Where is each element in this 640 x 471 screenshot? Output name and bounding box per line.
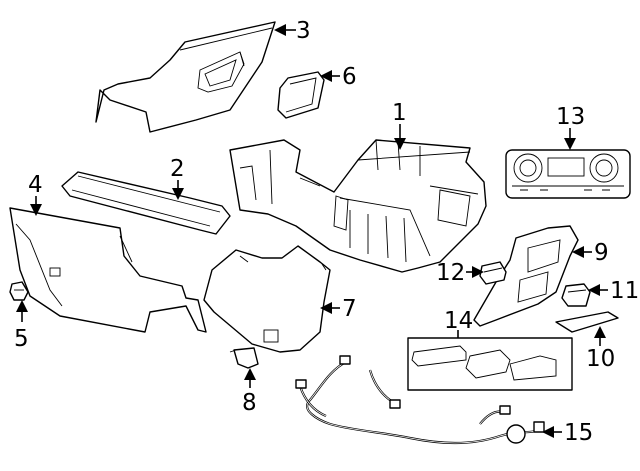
leader-lines: [16, 24, 608, 438]
part-2-console-top-panel: [61, 171, 231, 235]
part-1-console-frame: [229, 139, 487, 273]
callout-1: 1: [392, 100, 407, 126]
callout-4: 4: [28, 172, 43, 198]
part-12-switch: [479, 261, 507, 285]
callout-10: 10: [586, 346, 615, 372]
part-14-kit-box: [407, 337, 573, 391]
callout-labels: 1 2 3 4 5 6 7 8 9 10 11 12 13 14 15: [14, 18, 639, 446]
part-4-lower-side-panel: [9, 207, 207, 333]
part-13-control-panel: [505, 149, 631, 199]
callout-8: 8: [242, 390, 257, 416]
callout-13: 13: [556, 104, 585, 130]
part-15-wiring-harness: [295, 355, 545, 445]
callout-7: 7: [342, 296, 357, 322]
part-6-small-cover: [277, 71, 325, 119]
part-5-clip: [9, 281, 29, 301]
part-10-mat: [555, 311, 619, 333]
callout-14: 14: [444, 308, 473, 334]
callout-3: 3: [296, 18, 311, 44]
part-7-side-cover: [203, 245, 331, 353]
callout-2: 2: [170, 156, 185, 182]
part-8-connector: [229, 347, 259, 369]
callout-15: 15: [564, 420, 593, 446]
callout-6: 6: [342, 64, 357, 90]
callout-12: 12: [436, 260, 465, 286]
callout-5: 5: [14, 326, 29, 352]
callout-11: 11: [610, 278, 639, 304]
part-3-upper-trim-panel: [95, 21, 276, 133]
part-11-switch: [561, 283, 591, 307]
callout-9: 9: [594, 240, 609, 266]
